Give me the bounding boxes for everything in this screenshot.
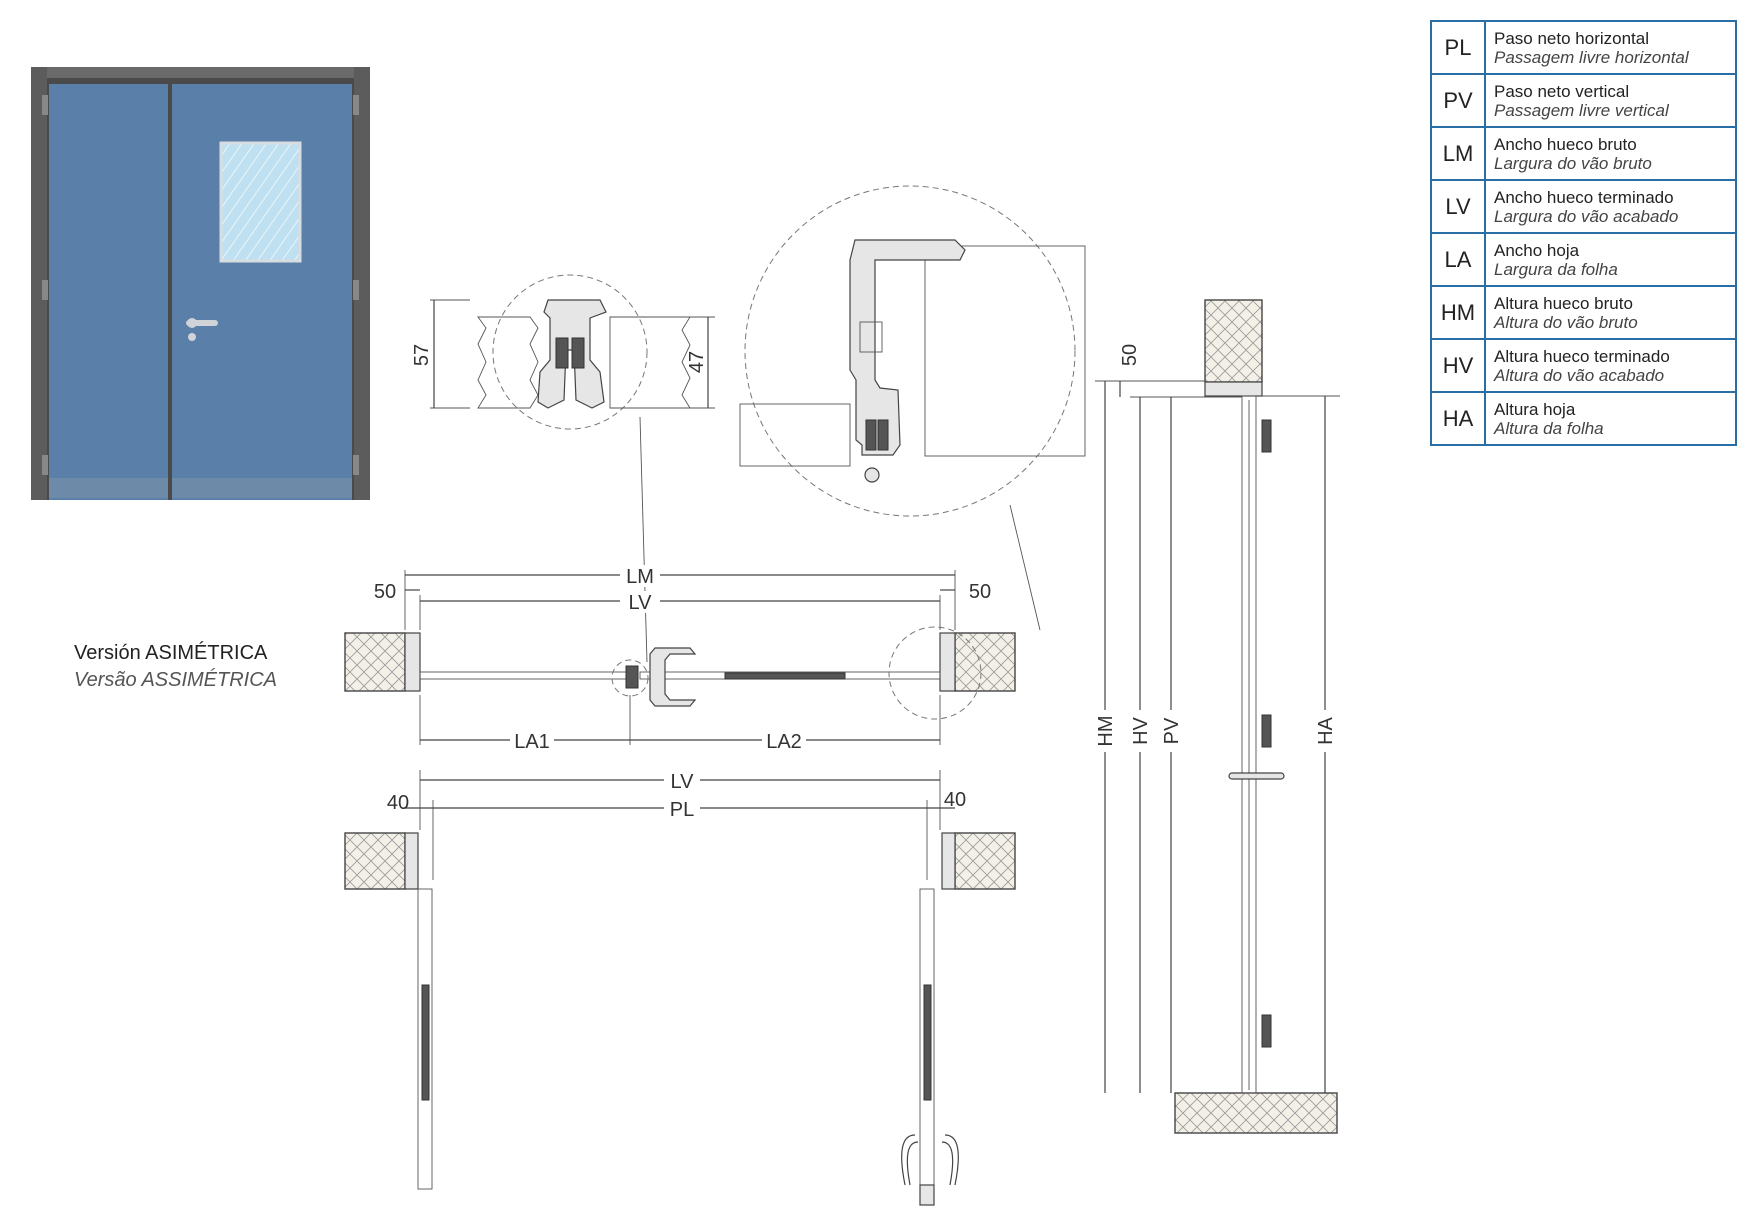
dim-50-right: 50 [969,581,991,603]
floor [1174,1092,1338,1134]
door-lock-icon [188,333,196,341]
door-window-glass [219,141,302,263]
dim-la1: LA1 [514,731,550,753]
door-elevation [31,67,370,500]
dim-50-left: 50 [374,581,396,603]
version-label-pt: Versão ASSIMÉTRICA [74,669,278,691]
door-frame-left [31,67,47,500]
legend-pt: Passagem livre vertical [1494,100,1669,120]
dim-40-left: 40 [387,792,409,814]
legend-es: Altura hueco terminado [1494,346,1670,366]
legend-code: LM [1430,126,1486,181]
plan-view-top [344,570,1016,745]
legend-es: Paso neto vertical [1494,81,1630,101]
legend-code: HV [1430,338,1486,393]
handle-section [1228,772,1285,780]
legend-code: HM [1430,285,1486,340]
version-label-es: Versión ASIMÉTRICA [74,642,268,664]
legend-es: Ancho hoja [1494,240,1580,260]
dim-la2: LA2 [766,731,802,753]
legend-pt: Largura do vão acabado [1494,206,1679,226]
legend-pt: Largura do vão bruto [1494,153,1652,173]
dim-hm: HM [1095,715,1117,746]
detail-meeting-stile [430,274,715,663]
legend-es: Ancho hueco bruto [1494,134,1637,154]
legend-es: Ancho hueco terminado [1494,187,1674,207]
wall-right [954,632,1016,692]
lintel [1204,299,1263,383]
dim-50-section: 50 [1119,344,1141,366]
dim-40-right: 40 [944,789,966,811]
detail-frame-jamb [739,185,1086,631]
dim-57: 57 [411,344,433,366]
dim-lv-bottom: LV [671,771,695,793]
dim-hv: HV [1130,716,1152,744]
wall-left [344,632,406,692]
version-label: Versión ASIMÉTRICA Versão ASSIMÉTRICA [74,640,277,694]
legend-pt: Altura da folha [1494,418,1604,438]
dim-lv-top: LV [629,592,653,614]
legend-code: PL [1430,20,1486,75]
legend-pt: Largura da folha [1494,259,1618,279]
legend-es: Altura hoja [1494,399,1576,419]
dim-ha: HA [1315,716,1337,744]
legend-code: LA [1430,232,1486,287]
legend-code: HA [1430,391,1486,446]
door-leaf-section [1241,395,1257,1094]
legend-code: PV [1430,73,1486,128]
hinge-icon [42,95,48,115]
legend-code: LV [1430,179,1486,234]
dim-lm: LM [626,566,654,588]
dim-pl: PL [670,799,694,821]
dim-pv: PV [1161,717,1183,744]
legend-pt: Altura do vão bruto [1494,312,1638,332]
legend-pt: Passagem livre horizontal [1494,47,1689,67]
door-leaf-left [49,84,168,500]
dim-47: 47 [686,351,708,373]
legend-es: Paso neto horizontal [1494,28,1649,48]
plan-view-bottom [344,770,1016,1206]
legend-pt: Altura do vão acabado [1494,365,1665,385]
legend-es: Altura hueco bruto [1494,293,1633,313]
door-frame-right [354,67,370,500]
